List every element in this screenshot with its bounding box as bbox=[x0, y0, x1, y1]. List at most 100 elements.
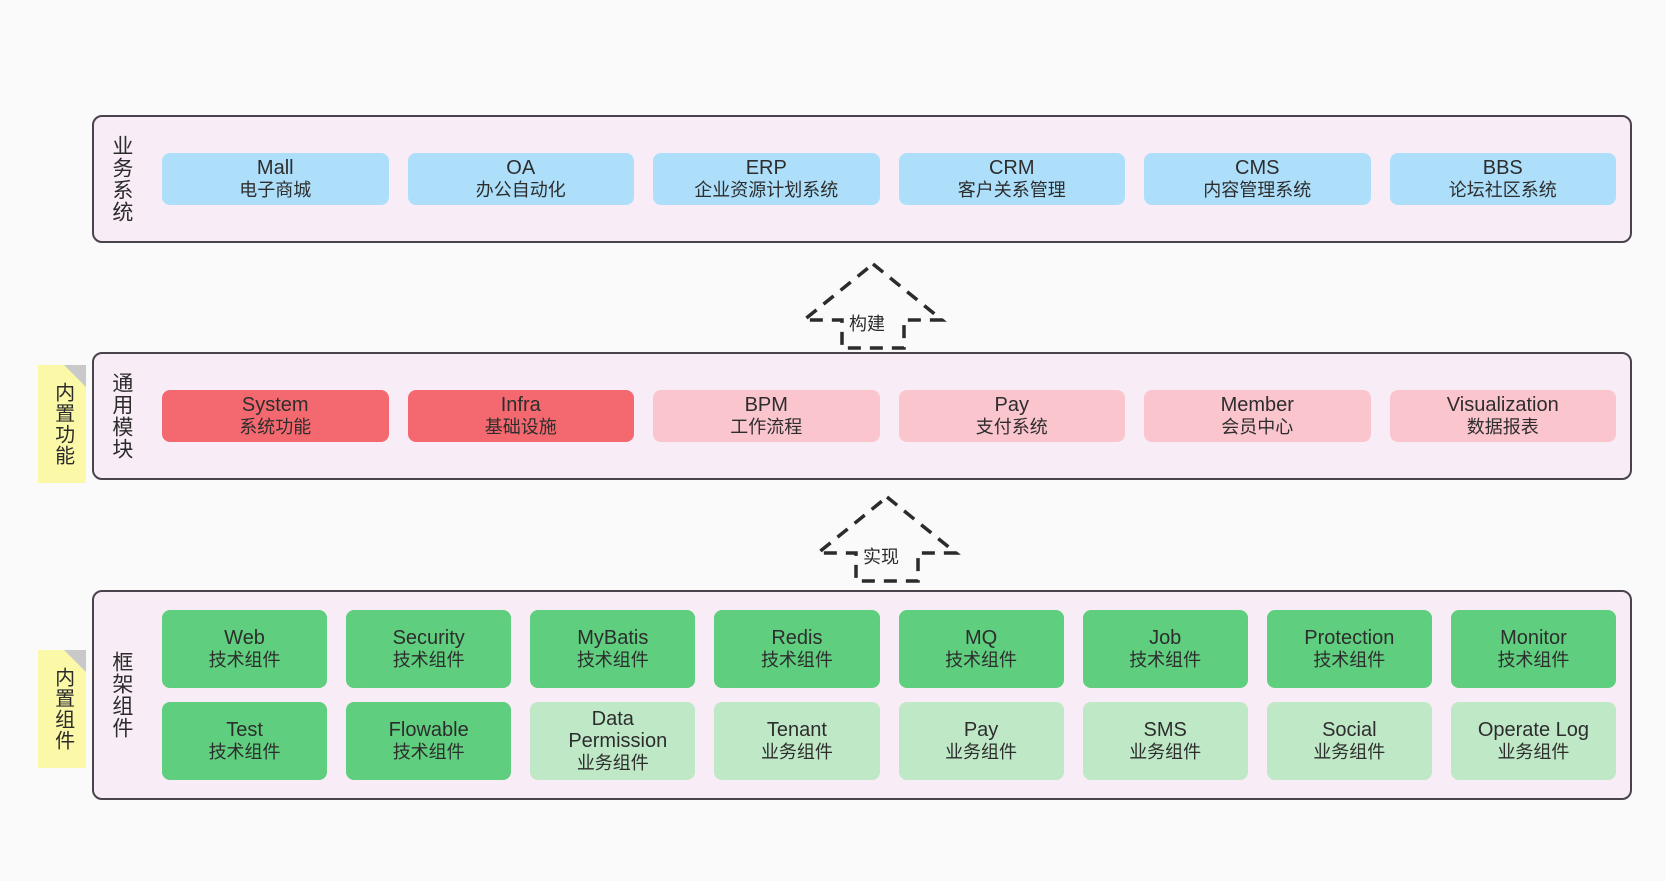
card-mq[interactable]: MQ 技术组件 bbox=[898, 610, 1064, 688]
card-test[interactable]: Test 技术组件 bbox=[162, 702, 328, 780]
card-subtitle: 工作流程 bbox=[730, 417, 803, 438]
card-row: Web 技术组件 Security 技术组件 MyBatis 技术组件 Redi… bbox=[162, 610, 1616, 688]
card-oa[interactable]: OA 办公自动化 bbox=[407, 152, 634, 206]
sticky-note-builtin-components: 内置组件 bbox=[38, 650, 86, 768]
card-subtitle: 基础设施 bbox=[484, 417, 557, 438]
card-title: System bbox=[241, 393, 309, 416]
card-title: MQ bbox=[964, 626, 998, 649]
sticky-note-text: 内置组件 bbox=[51, 667, 74, 751]
card-erp[interactable]: ERP 企业资源计划系统 bbox=[653, 152, 880, 206]
card-title: Data Permission bbox=[568, 707, 668, 753]
card-title: Security bbox=[392, 626, 465, 649]
card-subtitle: 论坛社区系统 bbox=[1448, 180, 1557, 201]
card-subtitle: 技术组件 bbox=[1313, 650, 1386, 671]
card-mall[interactable]: Mall 电子商城 bbox=[162, 152, 389, 206]
card-visualization[interactable]: Visualization 数据报表 bbox=[1389, 389, 1616, 443]
connector-implement-label: 实现 bbox=[860, 543, 902, 569]
card-subtitle: 办公自动化 bbox=[475, 180, 566, 201]
card-title: Protection bbox=[1304, 626, 1395, 649]
card-title: Member bbox=[1220, 393, 1294, 416]
card-subtitle: 企业资源计划系统 bbox=[694, 180, 839, 201]
card-title: Operate Log bbox=[1477, 718, 1590, 741]
card-subtitle: 业务组件 bbox=[760, 742, 833, 763]
layer-body-common-modules: System 系统功能 Infra 基础设施 BPM 工作流程 Pay 支付系统… bbox=[148, 354, 1630, 478]
card-flowable[interactable]: Flowable 技术组件 bbox=[346, 702, 512, 780]
card-subtitle: 业务组件 bbox=[1497, 742, 1570, 763]
card-subtitle: 技术组件 bbox=[1497, 650, 1570, 671]
card-title: Mall bbox=[256, 156, 294, 179]
sticky-note-builtin-features: 内置功能 bbox=[38, 365, 86, 483]
card-tenant[interactable]: Tenant 业务组件 bbox=[714, 702, 880, 780]
card-bbs[interactable]: BBS 论坛社区系统 bbox=[1389, 152, 1616, 206]
card-bpm[interactable]: BPM 工作流程 bbox=[653, 389, 880, 443]
sticky-note-text: 内置功能 bbox=[51, 382, 74, 466]
card-subtitle: 内容管理系统 bbox=[1203, 180, 1312, 201]
card-subtitle: 技术组件 bbox=[392, 742, 465, 763]
layer-body-business-systems: Mall 电子商城 OA 办公自动化 ERP 企业资源计划系统 CRM 客户关系… bbox=[148, 117, 1630, 241]
layer-title-common-modules: 通用模块 bbox=[109, 372, 133, 460]
card-row: Test 技术组件 Flowable 技术组件 Data Permission … bbox=[162, 702, 1616, 780]
card-subtitle: 客户关系管理 bbox=[957, 180, 1066, 201]
card-title: Flowable bbox=[388, 718, 469, 741]
card-row: System 系统功能 Infra 基础设施 BPM 工作流程 Pay 支付系统… bbox=[162, 389, 1616, 443]
card-title: CMS bbox=[1235, 156, 1280, 179]
card-title: SMS bbox=[1143, 718, 1187, 741]
card-title: CRM bbox=[988, 156, 1035, 179]
card-subtitle: 支付系统 bbox=[975, 417, 1048, 438]
card-security[interactable]: Security 技术组件 bbox=[346, 610, 512, 688]
card-subtitle: 电子商城 bbox=[239, 180, 312, 201]
card-subtitle: 技术组件 bbox=[392, 650, 465, 671]
card-title: Infra bbox=[500, 393, 541, 416]
card-social[interactable]: Social 业务组件 bbox=[1266, 702, 1432, 780]
card-monitor[interactable]: Monitor 技术组件 bbox=[1450, 610, 1616, 688]
card-protection[interactable]: Protection 技术组件 bbox=[1266, 610, 1432, 688]
card-subtitle: 业务组件 bbox=[1313, 742, 1386, 763]
card-title: Tenant bbox=[766, 718, 827, 741]
card-system[interactable]: System 系统功能 bbox=[162, 389, 389, 443]
card-pay-module[interactable]: Pay 支付系统 bbox=[898, 389, 1125, 443]
card-title: Web bbox=[224, 626, 265, 649]
layer-business-systems: 业务系统 Mall 电子商城 OA 办公自动化 ERP 企业资源计划系统 CRM… bbox=[92, 115, 1632, 243]
card-subtitle: 数据报表 bbox=[1466, 417, 1539, 438]
card-subtitle: 业务组件 bbox=[945, 742, 1018, 763]
card-subtitle: 会员中心 bbox=[1221, 417, 1294, 438]
card-mybatis[interactable]: MyBatis 技术组件 bbox=[530, 610, 696, 688]
layer-framework-components: 框架组件 Web 技术组件 Security 技术组件 MyBatis 技术组件… bbox=[92, 590, 1632, 800]
layer-common-modules: 通用模块 System 系统功能 Infra 基础设施 BPM 工作流程 Pay… bbox=[92, 352, 1632, 480]
card-title: Job bbox=[1149, 626, 1182, 649]
fold-corner-icon bbox=[64, 365, 86, 387]
card-title: ERP bbox=[745, 156, 787, 179]
card-subtitle: 技术组件 bbox=[208, 742, 281, 763]
fold-corner-icon bbox=[64, 650, 86, 672]
card-subtitle: 技术组件 bbox=[1129, 650, 1202, 671]
card-row: Mall 电子商城 OA 办公自动化 ERP 企业资源计划系统 CRM 客户关系… bbox=[162, 152, 1616, 206]
card-title: Monitor bbox=[1500, 626, 1567, 649]
connector-implement-arrow: 实现 bbox=[813, 494, 961, 583]
card-subtitle: 系统功能 bbox=[239, 417, 312, 438]
card-web[interactable]: Web 技术组件 bbox=[162, 610, 328, 688]
card-infra[interactable]: Infra 基础设施 bbox=[407, 389, 634, 443]
card-member[interactable]: Member 会员中心 bbox=[1144, 389, 1371, 443]
card-title: Visualization bbox=[1446, 393, 1559, 416]
card-cms[interactable]: CMS 内容管理系统 bbox=[1144, 152, 1371, 206]
card-title: Pay bbox=[963, 718, 999, 741]
card-title: Test bbox=[226, 718, 263, 741]
card-sms[interactable]: SMS 业务组件 bbox=[1082, 702, 1248, 780]
card-subtitle: 业务组件 bbox=[1129, 742, 1202, 763]
card-title: Redis bbox=[771, 626, 823, 649]
card-redis[interactable]: Redis 技术组件 bbox=[714, 610, 880, 688]
card-title: OA bbox=[506, 156, 536, 179]
card-operate-log[interactable]: Operate Log 业务组件 bbox=[1450, 702, 1616, 780]
card-subtitle: 技术组件 bbox=[208, 650, 281, 671]
layer-title-business-systems: 业务系统 bbox=[109, 135, 133, 223]
card-job[interactable]: Job 技术组件 bbox=[1082, 610, 1248, 688]
card-subtitle: 技术组件 bbox=[945, 650, 1018, 671]
card-subtitle: 技术组件 bbox=[576, 650, 649, 671]
card-crm[interactable]: CRM 客户关系管理 bbox=[898, 152, 1125, 206]
card-data-permission[interactable]: Data Permission 业务组件 bbox=[530, 702, 696, 780]
card-pay-component[interactable]: Pay 业务组件 bbox=[898, 702, 1064, 780]
layer-title-framework-components: 框架组件 bbox=[109, 651, 133, 739]
card-title: BBS bbox=[1482, 156, 1523, 179]
connector-build-label: 构建 bbox=[846, 310, 888, 336]
card-subtitle: 技术组件 bbox=[760, 650, 833, 671]
